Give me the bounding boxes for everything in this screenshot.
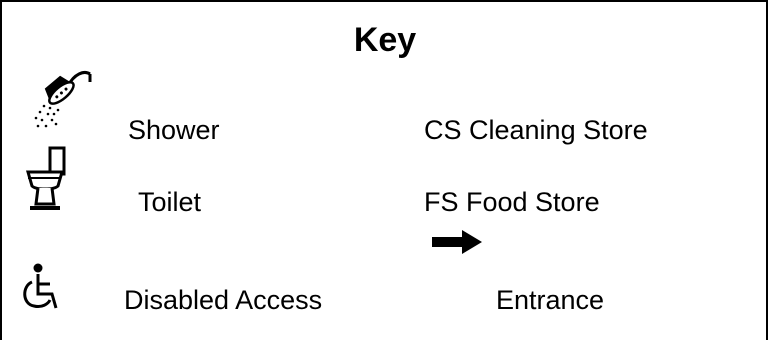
cleaning-store-label: CS Cleaning Store: [424, 115, 648, 145]
toilet-label: Toilet: [138, 187, 202, 217]
arrow-right-icon: [432, 230, 482, 254]
shower-label: Shower: [128, 115, 220, 145]
toilet-icon: [24, 146, 68, 212]
shower-icon: [34, 68, 96, 130]
entrance-label: Entrance: [496, 285, 605, 315]
disabled-access-label: Disabled Access: [124, 285, 323, 315]
food-store-label: FS Food Store: [424, 187, 600, 217]
key-title: Key: [353, 21, 417, 59]
wheelchair-icon: [20, 262, 64, 312]
